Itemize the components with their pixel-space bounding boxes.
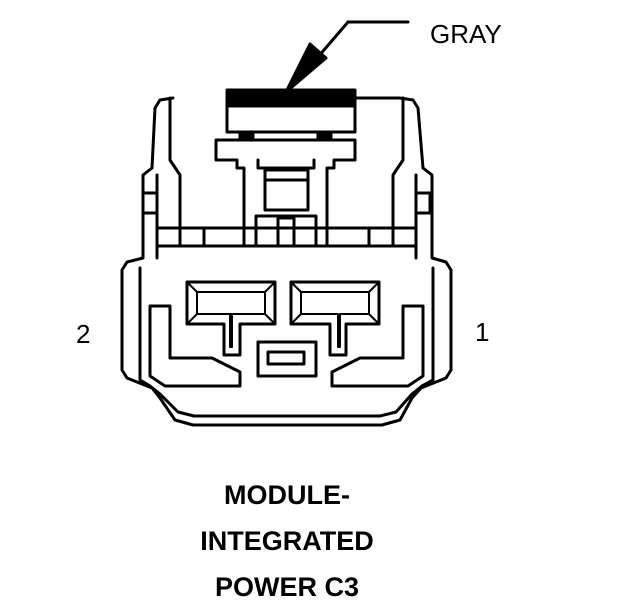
latch-cap: [214, 88, 357, 230]
connector-housing: [120, 96, 453, 427]
connector-title-line: POWER C3: [214, 572, 360, 602]
connector-title: MODULE- INTEGRATED POWER C3: [0, 472, 574, 610]
connector-title-line: INTEGRATED: [200, 526, 374, 556]
center-key-slot: [256, 340, 318, 378]
lower-channels: [148, 304, 425, 388]
pin-2-number: 2: [76, 319, 91, 349]
pointer-arrow: [284, 20, 410, 94]
connector-title-line: MODULE-: [224, 480, 350, 510]
pin-2-cavity: [185, 280, 277, 357]
pin-1-cavity: [289, 280, 381, 357]
pin-1-number: 1: [475, 317, 490, 347]
connector-color-label: GRAY: [430, 19, 502, 49]
cavity-divider-row: [155, 226, 418, 248]
